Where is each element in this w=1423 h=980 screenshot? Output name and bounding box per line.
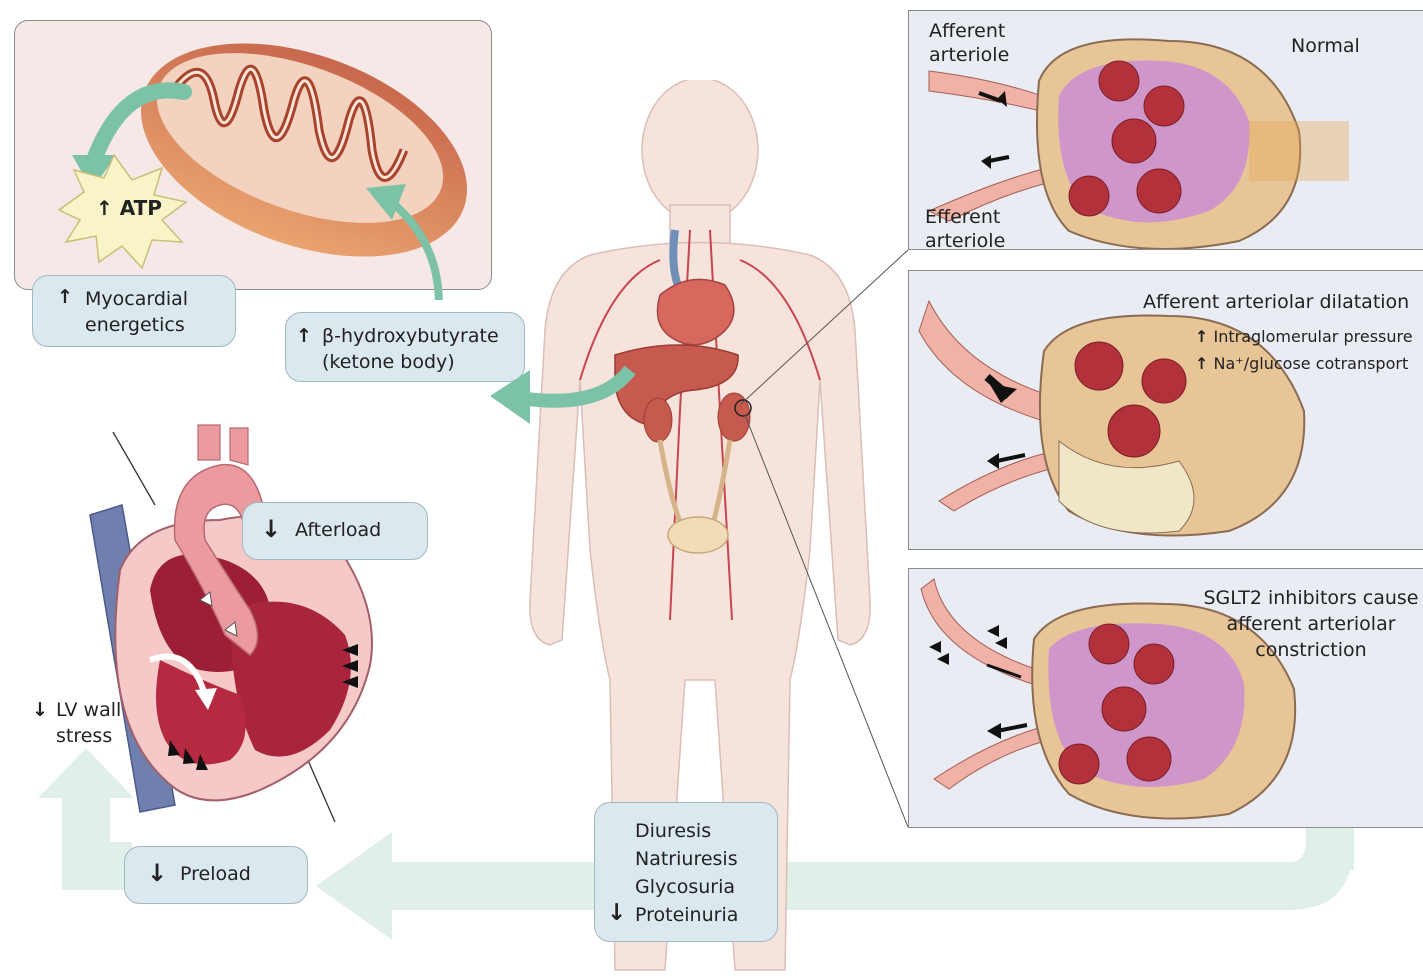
natriuresis-label: Natriuresis (635, 845, 777, 873)
normal-title: Normal (1291, 35, 1360, 57)
na-glucose-cotransport-label: ↑ Na⁺/glucose cotransport (1195, 354, 1408, 373)
sglt2-glomerulus-panel: SGLT2 inhibitors cause afferent arteriol… (908, 568, 1423, 828)
down-arrow-icon: ↓ (261, 515, 281, 543)
renal-effects-box: Diuresis Natriuresis Glycosuria ↓ Protei… (594, 802, 778, 942)
proteinuria-label: ↓ Proteinuria (635, 901, 777, 929)
afferent-arteriole-label: Afferent arteriole (929, 19, 1009, 67)
afterload-box: ↓ Afterload (242, 502, 428, 560)
dilatation-title: Afferent arteriolar dilatation (1143, 291, 1409, 313)
lv-wall-stress-label: ↓ LV wall stress (32, 697, 121, 749)
up-arrow-icon: ↑ (1195, 354, 1208, 373)
down-arrow-icon: ↓ (147, 859, 167, 887)
normal-glomerulus-panel: Afferent arteriole Normal Efferent arter… (908, 10, 1423, 250)
up-arrow-icon: ↑ (1195, 327, 1208, 346)
efferent-arteriole-label: Efferent arteriole (925, 205, 1005, 250)
glycosuria-label: Glycosuria (635, 873, 777, 901)
sglt2-title: SGLT2 inhibitors cause afferent arteriol… (1193, 585, 1423, 663)
down-arrow-icon: ↓ (607, 899, 626, 927)
down-arrow-icon: ↓ (32, 697, 48, 723)
heart-illustration (80, 420, 400, 840)
dilatation-glomerulus-panel: Afferent arteriolar dilatation ↑ Intragl… (908, 270, 1423, 550)
diuresis-label: Diuresis (635, 817, 777, 845)
preload-box: ↓ Preload (124, 846, 308, 904)
intraglomerular-pressure-label: ↑ Intraglomerular pressure (1195, 327, 1413, 346)
